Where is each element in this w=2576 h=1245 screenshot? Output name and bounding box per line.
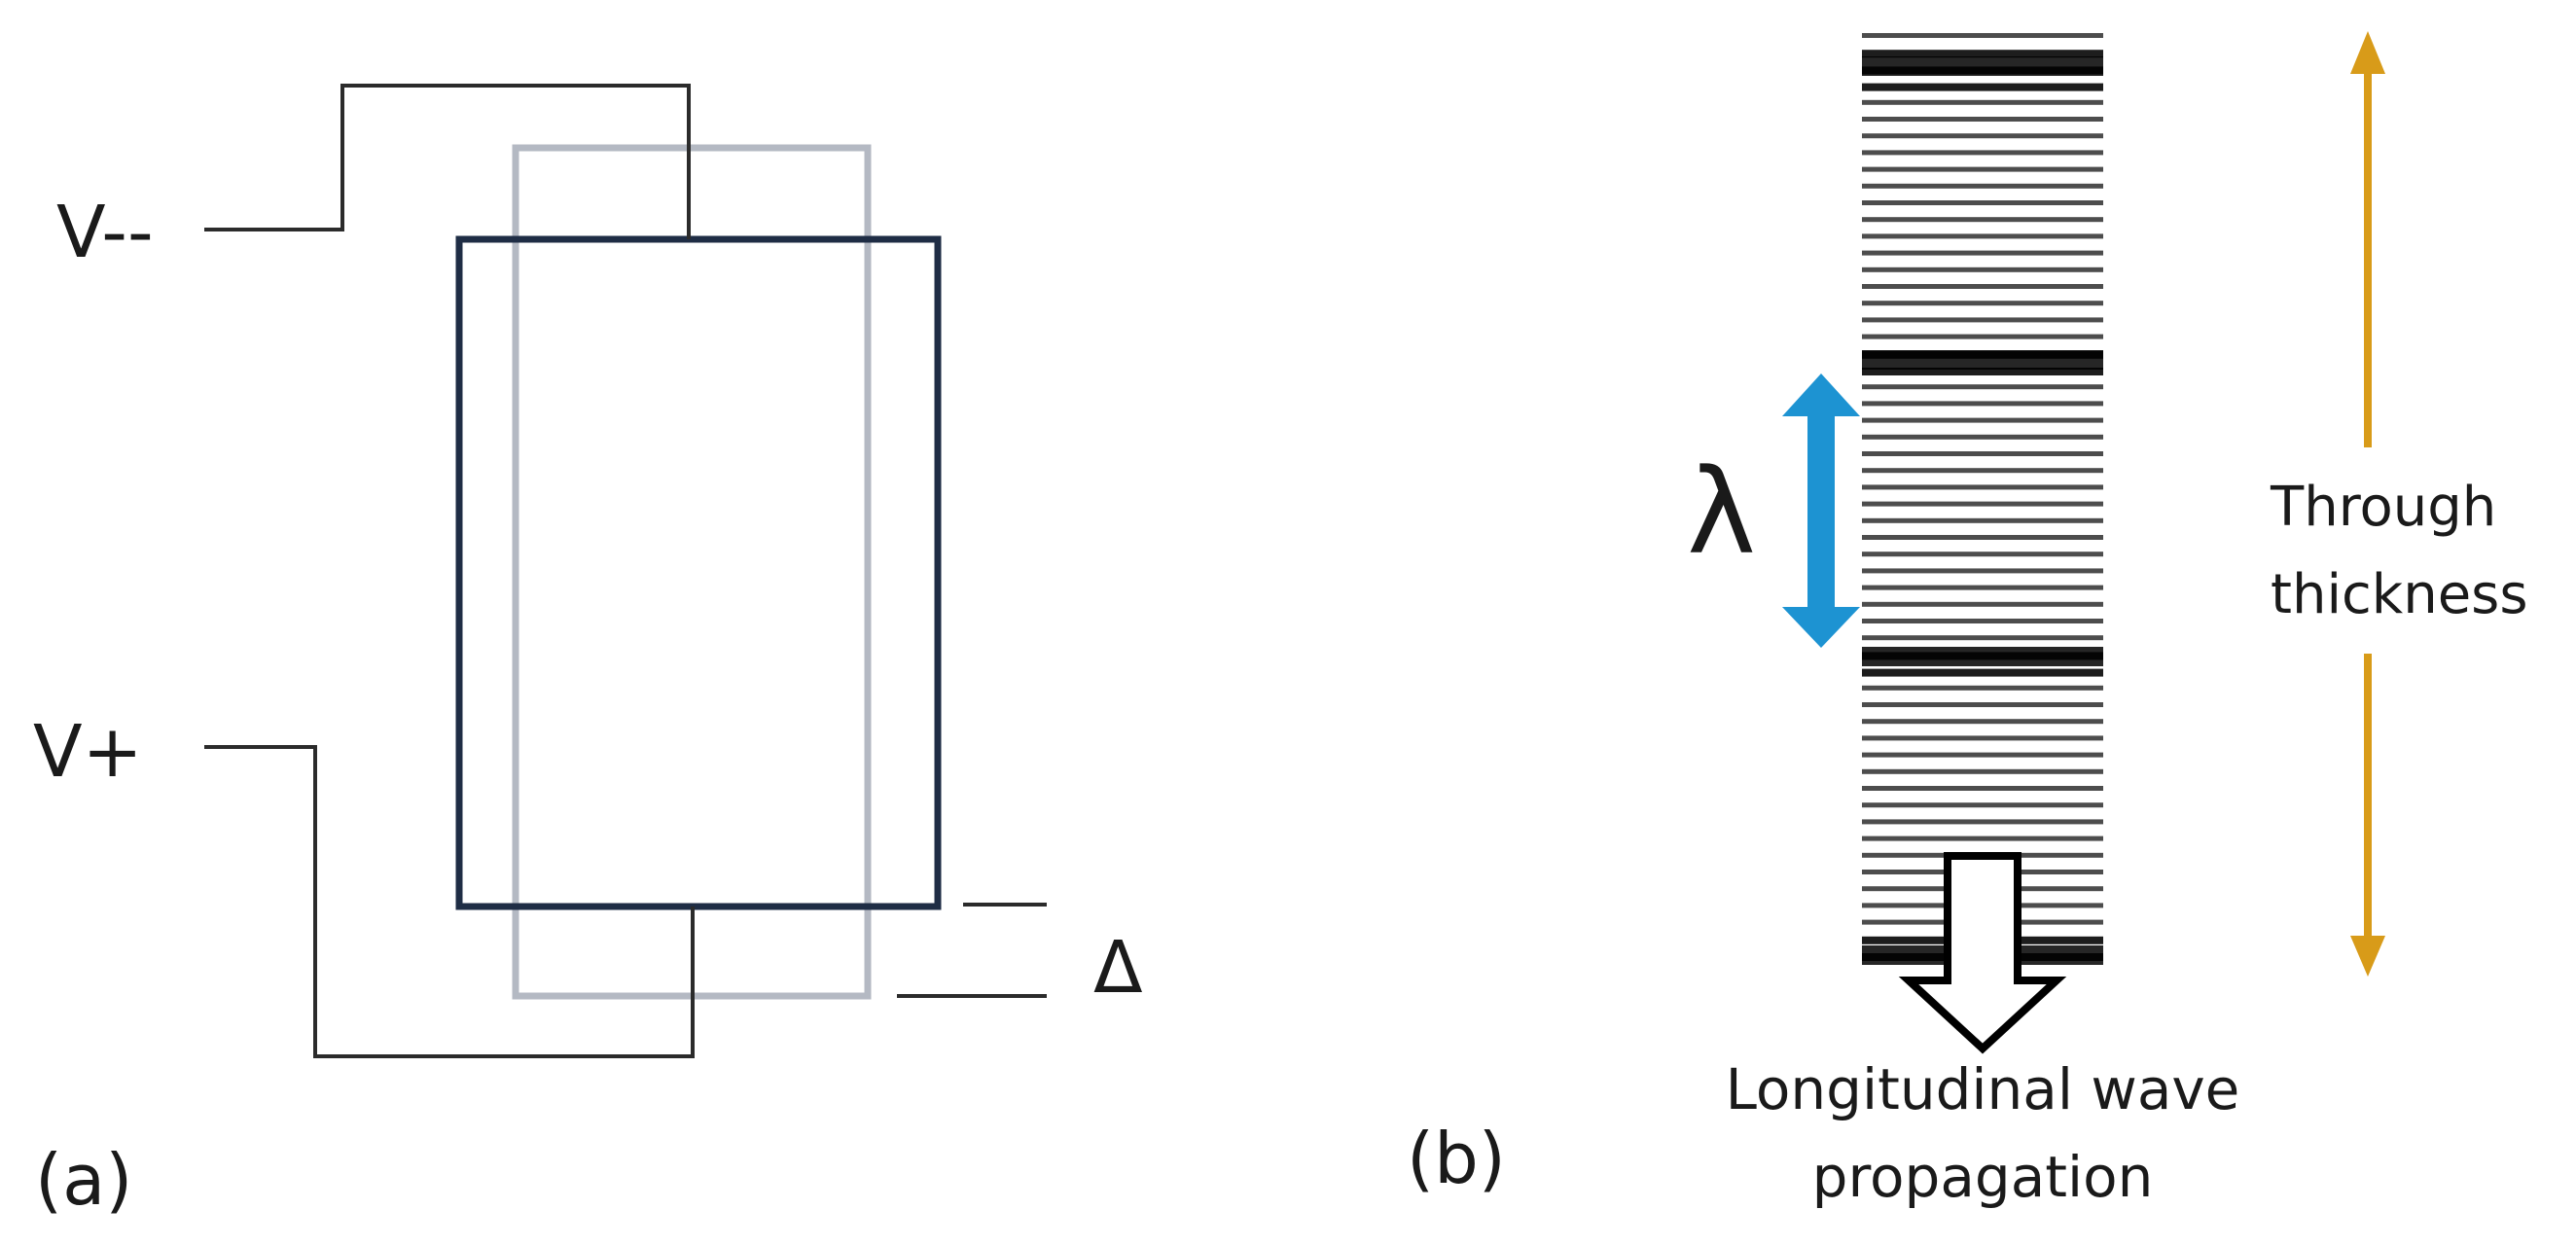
material-band [1862, 719, 2103, 725]
material-band [1862, 619, 2103, 623]
material-band [1862, 284, 2103, 289]
material-band [1862, 317, 2103, 323]
material-band [1862, 752, 2103, 758]
material-band [1862, 551, 2103, 557]
material-band [1862, 117, 2103, 122]
dense-band [1862, 56, 2103, 76]
material-bands [1862, 33, 2103, 965]
shifted-plate [512, 144, 872, 1000]
material-band [1862, 802, 2103, 808]
material-band [1862, 702, 2103, 707]
material-band [1862, 200, 2103, 205]
material-band [1862, 535, 2103, 540]
material-band [1862, 250, 2103, 256]
material-band [1862, 601, 2103, 607]
material-band [1862, 301, 2103, 306]
v-plus-label: V+ [33, 710, 143, 794]
material-band [1862, 401, 2103, 407]
positive-lead-wire [204, 745, 695, 1058]
material-band [1862, 501, 2103, 507]
material-band [1862, 585, 2103, 590]
material-band [1862, 635, 2103, 641]
material-band [1862, 83, 2103, 91]
v-minus-label: V-- [56, 191, 154, 274]
material-band [1862, 451, 2103, 456]
wavelength-arrow [1782, 374, 1860, 648]
material-band [1862, 836, 2103, 841]
material-band [1862, 166, 2103, 172]
material-band [1862, 735, 2103, 741]
wavelength-label: λ [1687, 445, 1756, 581]
material-band [1862, 33, 2103, 38]
thickness-label-line2: thickness [2271, 563, 2528, 626]
material-band [1862, 484, 2103, 490]
material-band [1862, 334, 2103, 339]
delta-label: Δ [1093, 926, 1143, 1010]
panel-a: V-- V+ Δ (a) [33, 84, 1143, 1221]
propagation-arrow [1898, 852, 2067, 1054]
material-band [1862, 517, 2103, 523]
panel-b-label: (b) [1407, 1118, 1506, 1199]
propagation-label-line2: propagation [1812, 1144, 2154, 1210]
material-band [1862, 150, 2103, 156]
panel-b: λ Through thickness Longitudinal wave pr… [1407, 31, 2528, 1210]
material-band [1862, 233, 2103, 239]
material-band [1862, 267, 2103, 272]
dense-band [1862, 350, 2103, 370]
front-plate [455, 235, 942, 910]
material-band [1862, 133, 2103, 139]
material-band [1862, 685, 2103, 691]
material-band [1862, 50, 2103, 58]
propagation-label-line1: Longitudinal wave [1726, 1056, 2240, 1122]
thickness-arrow [2350, 31, 2385, 977]
material-band [1862, 819, 2103, 825]
material-band [1862, 668, 2103, 677]
material-band [1862, 417, 2103, 423]
material-band [1862, 786, 2103, 791]
negative-lead-wire [204, 84, 691, 239]
material-band [1862, 568, 2103, 574]
dense-band [1862, 647, 2103, 666]
material-band [1862, 768, 2103, 774]
material-band [1862, 368, 2103, 375]
panel-a-label: (a) [35, 1139, 132, 1221]
material-band [1862, 217, 2103, 223]
material-band [1862, 99, 2103, 105]
material-band [1862, 434, 2103, 440]
material-band [1862, 183, 2103, 189]
material-band [1862, 384, 2103, 390]
thickness-label-line1: Through [2270, 476, 2496, 539]
material-band [1862, 468, 2103, 474]
